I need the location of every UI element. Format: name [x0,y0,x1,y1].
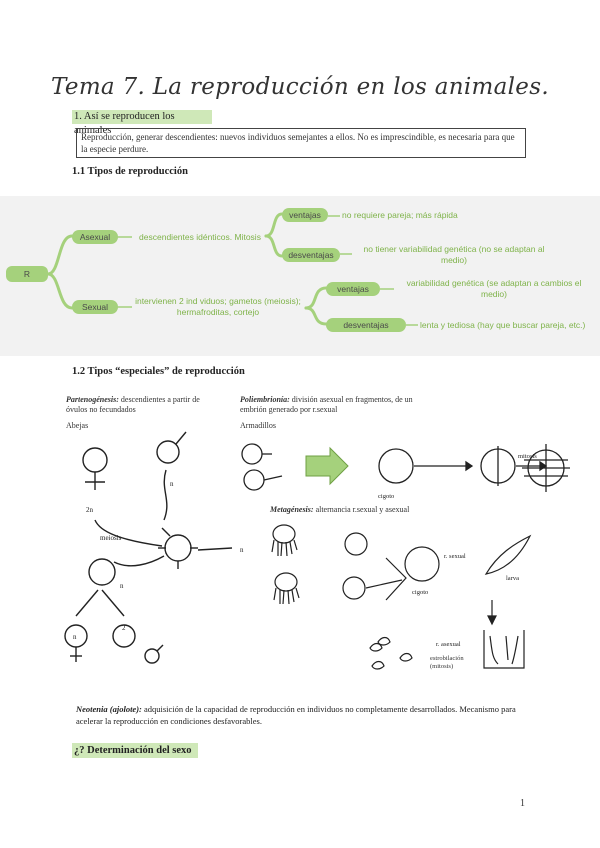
asexual-ventajas-text: no requiere pareja; más rápida [342,210,502,221]
sexual-node: Sexual [72,300,118,314]
poliembrionia-divided-embryo [518,440,576,496]
metagenesis-diagram: r. sexual cigoto larva r. asexual [262,518,572,678]
label-n-left: n [73,633,77,641]
label-r-sexual: r. sexual [444,553,466,560]
sexual-desventajas-node: desventajas [326,318,406,332]
section-heading-1-2: 1.2 Tipos “especiales” de reproducción [72,366,245,377]
concept-map: R Asexual descendientes idénticos. Mitos… [0,196,600,356]
asexual-node: Asexual [72,230,118,244]
root-node: R [6,266,48,282]
page-title: Tema 7. La reproducción en los animales. [0,74,600,100]
asexual-ventajas-node: ventajas [282,208,328,222]
asexual-desc: descendientes idénticos. Mitosis [134,232,266,243]
partenogenesis-term: Partenogénesis: [66,395,119,404]
label-n-top: n [170,480,174,488]
asexual-desventajas-text: no tiener variabilidad genética (no se a… [354,244,554,266]
asexual-desventajas-node: desventajas [282,248,340,262]
label-cigoto-2: cigoto [412,589,428,596]
label-2: 2 [122,624,126,632]
label-n-right: n [240,546,244,554]
label-cigoto-1: cigoto [378,493,394,500]
section-heading-1-1: 1.1 Tipos de reproducción [72,166,188,177]
poliembrionia-diagram: cigoto mitosis [236,424,566,504]
metagenesis-def: Metagénesis: alternancia r.sexual y asex… [270,505,450,515]
label-r-asexual: r. asexual [436,641,461,648]
sexual-desc: intervienen 2 ind viduos; gametos (meios… [128,296,308,318]
label-estrobilacion: estrobilación (mitosis) [430,655,480,671]
sexual-desventajas-text: lenta y tediosa (hay que buscar pareja, … [420,320,596,331]
label-larva: larva [506,575,519,582]
metagenesis-desc: alternancia r.sexual y asexual [316,505,410,514]
sexual-ventajas-text: variabilidad genética (se adaptan a camb… [396,278,592,300]
poliembrionia-term: Poliembrionía: [240,395,290,404]
poliembrionia-def: Poliembrionía: división asexual en fragm… [240,395,420,415]
section-heading-sexo: ¿? Determinación del sexo [72,743,198,758]
neotenia-paragraph: Neotenia (ajolote): adquisición de la ca… [76,703,536,727]
neotenia-term: Neotenia (ajolote): [76,704,142,714]
label-meiosis: meiosis [100,534,122,542]
neotenia-desc: adquisición de la capacidad de reproducc… [76,704,516,726]
label-n-mid: n [120,582,124,590]
section-heading-1: 1. Así se reproducen los animales [72,110,212,124]
label-2n: 2n [86,506,94,514]
definition-box: Reproducción, generar descendientes: nue… [76,128,526,158]
page-number: 1 [520,798,525,809]
metagenesis-term: Metagénesis: [270,505,314,514]
sexual-ventajas-node: ventajas [326,282,380,296]
partenogenesis-def: Partenogénesis: descendientes a partir d… [66,395,216,415]
